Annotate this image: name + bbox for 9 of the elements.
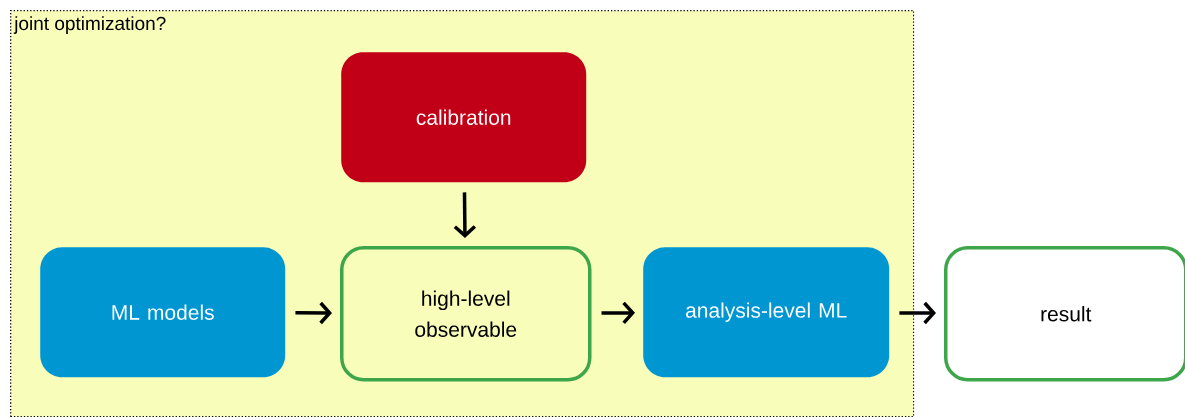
process-box: calibration — [341, 52, 587, 183]
arrow — [295, 301, 332, 325]
process-box: ML models — [40, 247, 286, 378]
arrow — [899, 301, 936, 325]
process-box: analysis-level ML — [643, 247, 890, 378]
process-box: result — [944, 246, 1185, 382]
arrow — [453, 192, 477, 238]
arrow — [601, 301, 635, 325]
process-box: high-level observable — [340, 246, 592, 382]
